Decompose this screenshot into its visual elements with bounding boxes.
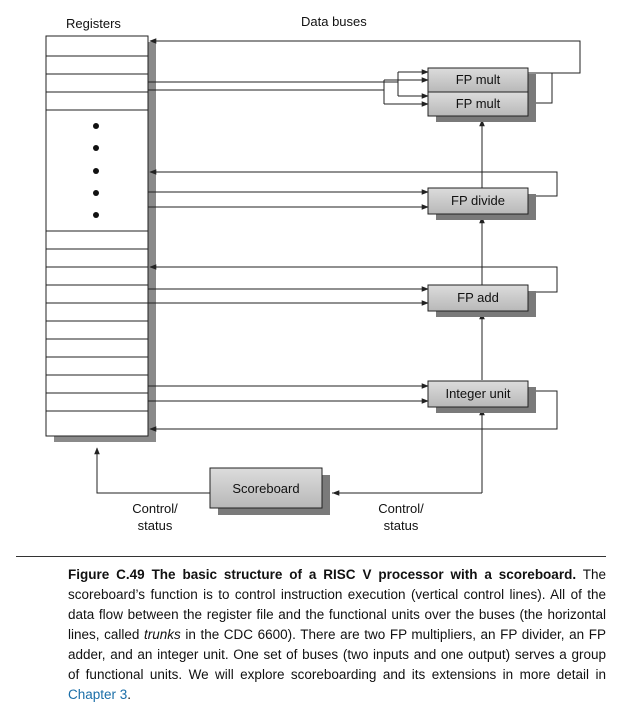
caption-divider [16,556,606,557]
caption-text-2: in the CDC 6600). There are two FP multi… [68,627,606,682]
fp-mult-2-label: FP mult [456,96,501,111]
registers-label: Registers [66,16,121,31]
control-status-left-line1: Control/ [132,501,178,516]
control-status-right-line1: Control/ [378,501,424,516]
caption-end: . [127,687,132,702]
scoreboard-unit: Scoreboard [209,467,330,515]
ellipsis-dots [93,123,99,218]
fp-mult-buses [148,38,581,107]
chapter-link[interactable]: Chapter 3 [68,687,128,702]
control-lines [94,119,485,496]
scoreboard-diagram: Registers Data buses [45,14,581,533]
figure-title: The basic structure of a RISC V processo… [151,567,577,582]
fp-mult-2-unit: FP mult [427,91,536,122]
register-file [45,35,156,442]
figure-caption: Figure C.49 The basic structure of a RIS… [68,565,606,705]
control-status-left-line2: status [138,518,173,533]
fp-add-unit: FP add [427,284,536,317]
fp-mult-1-label: FP mult [456,72,501,87]
integer-unit-buses [148,383,558,432]
fp-divide-unit: FP divide [427,187,536,220]
fp-mult-1-unit: FP mult [427,67,536,98]
fp-add-buses [148,264,558,306]
integer-unit: Integer unit [427,380,536,413]
integer-unit-label: Integer unit [445,386,510,401]
fp-add-label: FP add [457,290,499,305]
caption-text-1: The scoreboard’s function is to control … [68,567,606,642]
caption-trunks: trunks [143,627,181,642]
data-buses-label: Data buses [301,14,367,29]
scoreboard-label: Scoreboard [232,481,299,496]
figure-label: Figure C.49 [68,567,145,582]
control-status-right-line2: status [384,518,419,533]
fp-divide-buses [148,169,558,210]
fp-divide-label: FP divide [451,193,505,208]
